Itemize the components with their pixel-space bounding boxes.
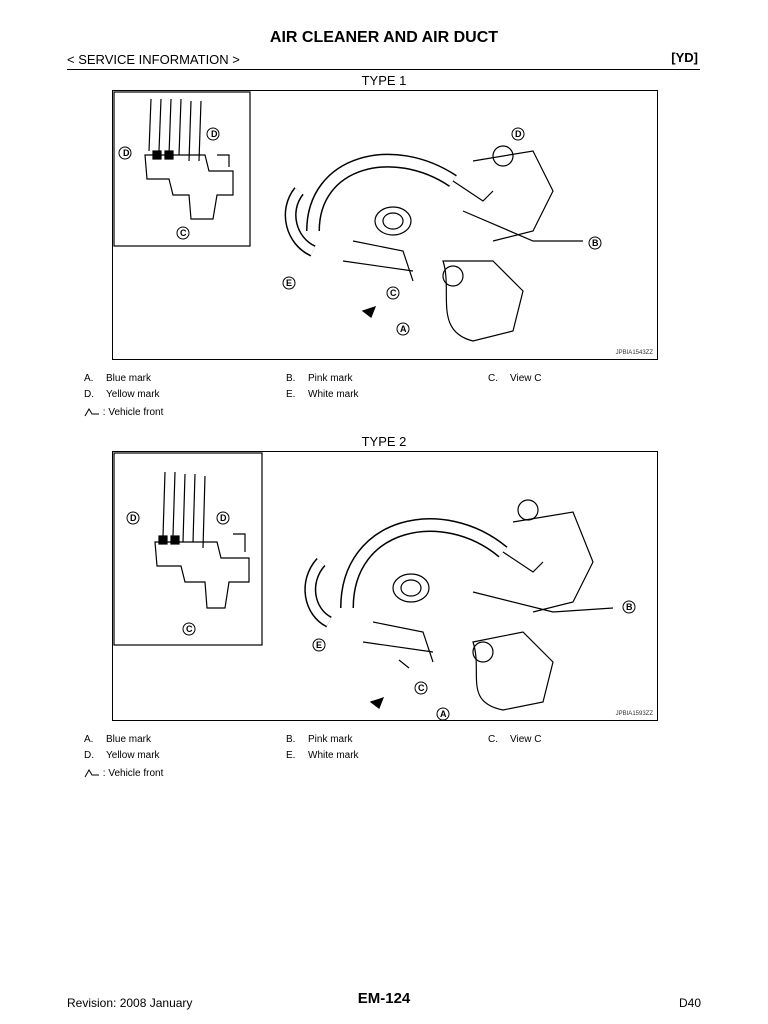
- type-1-callout-b: B: [592, 238, 599, 248]
- vehicle-front-note: : Vehicle front: [84, 407, 163, 418]
- type-1-callout-c-main: C: [390, 288, 397, 298]
- type-2-figure: D D C B C A E JPBIA1593ZZ: [112, 451, 658, 721]
- type-1-figure-id: JPBIA1543ZZ: [615, 350, 653, 356]
- footer-page-number: EM-124: [357, 990, 411, 1007]
- type-2-illustration: [113, 452, 614, 711]
- legend-item: B.Pink mark: [286, 373, 353, 384]
- type-1-figure: D D C D B C A E JPBIA1543ZZ: [112, 90, 658, 360]
- type-1-legend: A.Blue mark B.Pink mark C.View C D.Yello…: [84, 373, 684, 423]
- vehicle-front-arrow-icon: [84, 769, 99, 778]
- legend-item: A.Blue mark: [84, 373, 152, 384]
- header-rule: [67, 69, 700, 70]
- type-1-label: TYPE 1: [361, 73, 407, 88]
- type-1-inset-frame: [113, 91, 251, 247]
- type-1-callout-d-left: D: [123, 148, 130, 158]
- footer-revision: Revision: 2008 January: [67, 996, 193, 1010]
- vehicle-front-note: : Vehicle front: [84, 768, 163, 779]
- legend-item: E.White mark: [286, 750, 359, 761]
- type-2-label: TYPE 2: [361, 434, 407, 449]
- section-breadcrumb: < SERVICE INFORMATION >: [67, 52, 240, 67]
- type-2-callout-c-inset: C: [186, 624, 193, 634]
- vehicle-front-arrow-icon: [84, 408, 99, 417]
- type-2-callout-b: B: [626, 602, 633, 612]
- type-2-callout-d-right: D: [220, 513, 227, 523]
- type-1-callouts: [118, 127, 602, 336]
- legend-item: D.Yellow mark: [84, 389, 160, 400]
- page-title: AIR CLEANER AND AIR DUCT: [269, 29, 499, 46]
- type-2-inset-frame: [113, 452, 263, 646]
- type-1-callout-e: E: [286, 278, 293, 288]
- type-2-figure-id: JPBIA1593ZZ: [615, 711, 653, 717]
- legend-item: C.View C: [488, 373, 542, 384]
- type-1-callout-c-inset: C: [180, 228, 187, 238]
- type-2-callout-d-left: D: [130, 513, 137, 523]
- type-2-callout-c-main: C: [418, 683, 425, 693]
- legend-item: E.White mark: [286, 389, 359, 400]
- type-2-callout-a: A: [440, 709, 447, 719]
- legend-item: C.View C: [488, 734, 542, 745]
- type-1-callout-d-main: D: [515, 129, 522, 139]
- legend-item: D.Yellow mark: [84, 750, 160, 761]
- legend-item: B.Pink mark: [286, 734, 353, 745]
- type-2-callouts: [126, 511, 636, 720]
- type-1-callout-d-right: D: [211, 129, 218, 139]
- engine-code: [YD]: [671, 50, 698, 65]
- footer-model: D40: [678, 996, 701, 1010]
- type-2-callout-e: E: [316, 640, 323, 650]
- type-1-illustration: [113, 91, 583, 342]
- legend-item: A.Blue mark: [84, 734, 152, 745]
- type-2-legend: A.Blue mark B.Pink mark C.View C D.Yello…: [84, 734, 684, 784]
- type-1-callout-a: A: [400, 324, 407, 334]
